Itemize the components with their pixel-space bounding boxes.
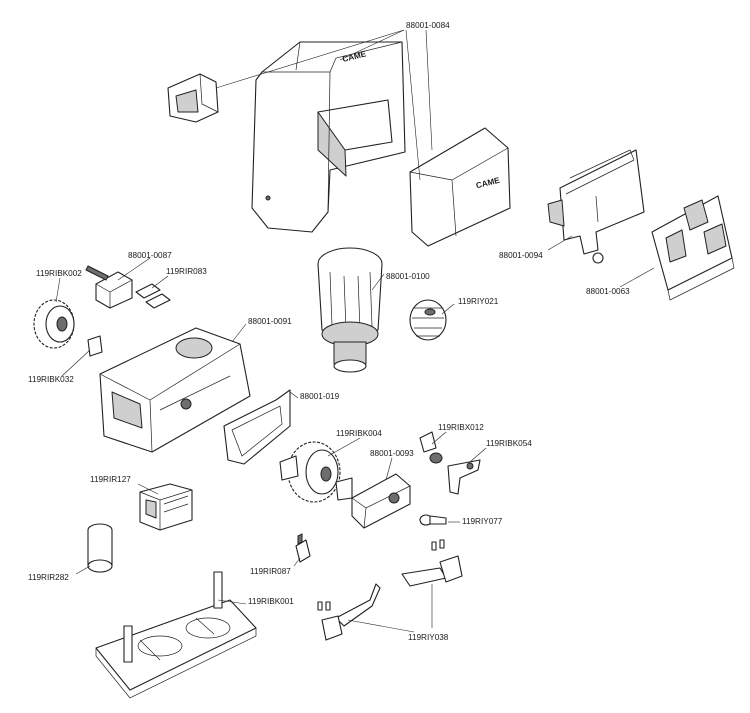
motor bbox=[317, 247, 383, 373]
limit-switch-flag-right bbox=[401, 539, 463, 587]
worm-wheel bbox=[279, 441, 353, 503]
leader-lines bbox=[55, 29, 655, 633]
end-cap bbox=[167, 73, 219, 123]
callout-88001-0063: 88001-0063 bbox=[586, 287, 630, 296]
control-bracket bbox=[547, 149, 645, 264]
encoder-block bbox=[85, 265, 133, 309]
callout-88001-0093: 88001-0093 bbox=[370, 449, 414, 458]
connector bbox=[295, 533, 311, 563]
callout-119RIBK002: 119RIBK002 bbox=[36, 269, 82, 278]
transformer bbox=[139, 483, 193, 531]
foundation-plate bbox=[95, 571, 257, 699]
worm-screw bbox=[409, 299, 447, 341]
callout-88001-0091: 88001-0091 bbox=[248, 317, 292, 326]
small-clip bbox=[87, 335, 103, 357]
control-board bbox=[651, 195, 735, 301]
gearbox-housing bbox=[99, 327, 251, 453]
callout-119RIR282: 119RIR282 bbox=[28, 573, 69, 582]
callout-119RIR083: 119RIR083 bbox=[166, 267, 207, 276]
gasket bbox=[223, 389, 291, 465]
cable-clips bbox=[135, 283, 171, 309]
callout-88001-019: 88001-019 bbox=[300, 392, 340, 401]
callout-119RIBX012: 119RIBX012 bbox=[438, 423, 484, 432]
output-gear bbox=[33, 299, 75, 349]
callout-119RIBK032: 119RIBK032 bbox=[28, 375, 74, 384]
callout-88001-0100: 88001-0100 bbox=[386, 272, 430, 281]
callout-119RIY038: 119RIY038 bbox=[408, 633, 449, 642]
callout-119RIR127: 119RIR127 bbox=[90, 475, 131, 484]
limit-switch-flag-left bbox=[317, 583, 381, 641]
callout-119RIBK001: 119RIBK001 bbox=[248, 597, 294, 606]
main-cover bbox=[251, 41, 406, 233]
rear-cover: CAME bbox=[409, 127, 511, 247]
callout-88001-0084: 88001-0084 bbox=[406, 21, 450, 30]
release-knob bbox=[419, 431, 443, 464]
callout-88001-0087: 88001-0087 bbox=[128, 251, 172, 260]
callout-88001-0094: 88001-0094 bbox=[499, 251, 543, 260]
small-screw bbox=[419, 514, 447, 526]
callout-119RIBK054: 119RIBK054 bbox=[486, 439, 532, 448]
capacitor bbox=[87, 523, 113, 573]
callout-119RIY077: 119RIY077 bbox=[462, 517, 503, 526]
callout-119RIY021: 119RIY021 bbox=[458, 297, 499, 306]
release-block bbox=[351, 473, 411, 529]
callout-119RIR087: 119RIR087 bbox=[250, 567, 291, 576]
callout-labels: 88001-0084 88001-0094 88001-0063 88001-0… bbox=[28, 21, 630, 642]
callout-119RIBK004: 119RIBK004 bbox=[336, 429, 382, 438]
release-lever bbox=[447, 459, 481, 495]
